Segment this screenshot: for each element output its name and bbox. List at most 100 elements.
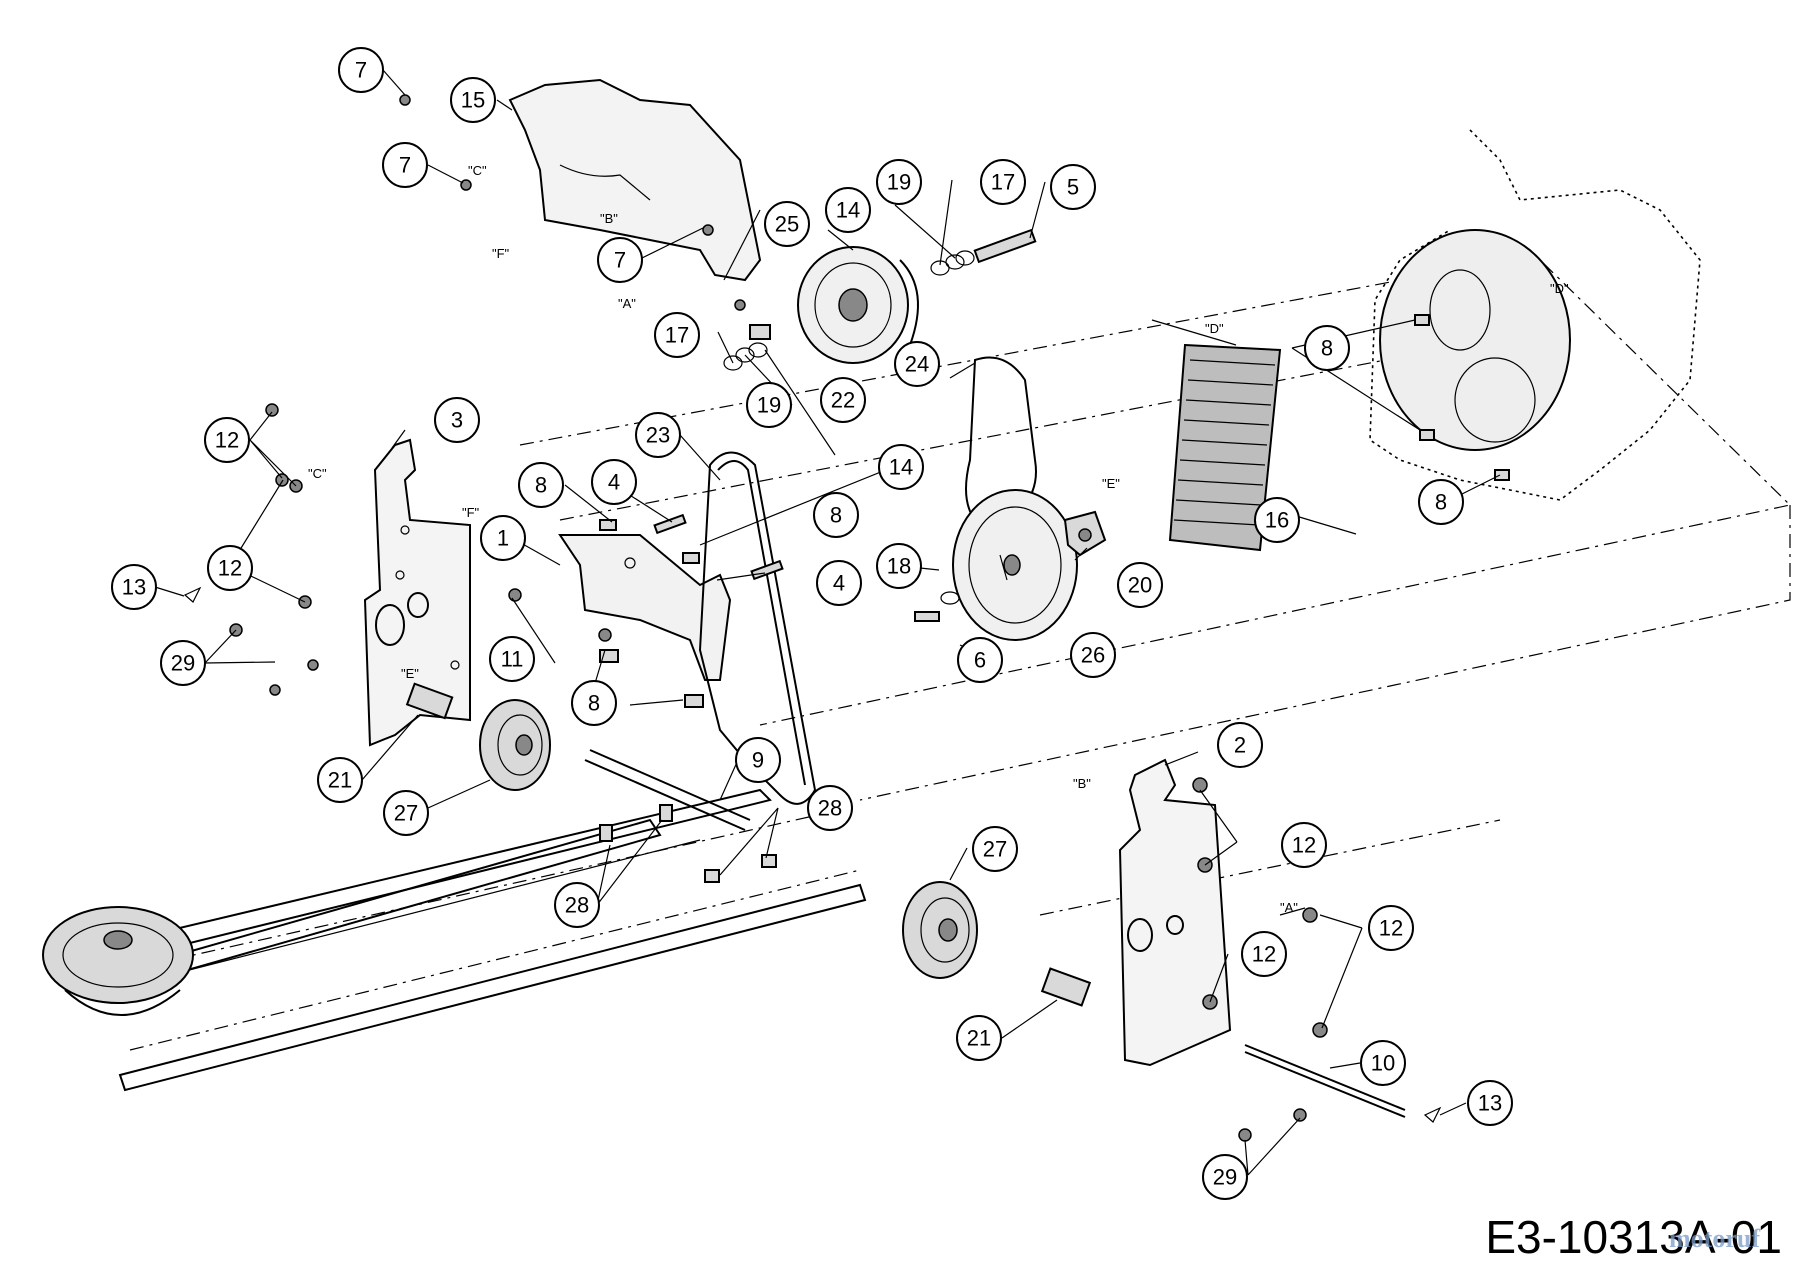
callout-20: 20 xyxy=(1117,562,1163,608)
callout-17: 17 xyxy=(980,159,1026,205)
callout-9: 9 xyxy=(735,737,781,783)
ref-e-spring: "E" xyxy=(1102,476,1120,491)
callout-17: 17 xyxy=(654,312,700,358)
svg-text:14: 14 xyxy=(836,198,860,223)
svg-text:23: 23 xyxy=(646,423,670,448)
svg-text:28: 28 xyxy=(818,796,842,821)
callout-8: 8 xyxy=(518,462,564,508)
ref-d-housing: "D" xyxy=(1550,281,1569,296)
callout-5: 5 xyxy=(1050,164,1096,210)
svg-text:7: 7 xyxy=(399,153,411,178)
spacer-21-right xyxy=(1040,967,1092,1007)
svg-text:8: 8 xyxy=(1435,490,1447,515)
svg-text:8: 8 xyxy=(830,503,842,528)
callout-1: 1 xyxy=(480,515,526,561)
callout-29: 29 xyxy=(1202,1154,1248,1200)
svg-text:19: 19 xyxy=(757,393,781,418)
idler-pulley-left xyxy=(479,699,551,791)
svg-text:14: 14 xyxy=(889,455,913,480)
belt-cover-15 xyxy=(508,78,762,282)
idler-pulley-right xyxy=(902,881,978,979)
svg-text:20: 20 xyxy=(1128,573,1152,598)
svg-text:16: 16 xyxy=(1265,508,1289,533)
ref-c-left: "C" xyxy=(308,466,327,481)
callout-11: 11 xyxy=(489,636,535,682)
callout-4: 4 xyxy=(591,459,637,505)
svg-text:4: 4 xyxy=(833,571,845,596)
callout-12: 12 xyxy=(1241,931,1287,977)
svg-text:1: 1 xyxy=(497,526,509,551)
diagram-code: E3-10313A-01 xyxy=(1485,1211,1782,1263)
callout-29: 29 xyxy=(160,640,206,686)
callout-3: 3 xyxy=(434,397,480,443)
callout-6: 6 xyxy=(957,637,1003,683)
callout-4: 4 xyxy=(816,560,862,606)
watermark-logo: motoruf xyxy=(1669,1224,1760,1253)
svg-text:12: 12 xyxy=(1379,916,1403,941)
bracket-1 xyxy=(558,534,732,681)
callout-27: 27 xyxy=(972,826,1018,872)
svg-text:18: 18 xyxy=(887,554,911,579)
svg-text:6: 6 xyxy=(974,648,986,673)
callout-19: 19 xyxy=(746,382,792,428)
callout-24: 24 xyxy=(894,341,940,387)
svg-text:17: 17 xyxy=(991,170,1015,195)
ref-d-spring: "D" xyxy=(1205,321,1224,336)
rod-10 xyxy=(1244,1044,1406,1118)
ref-b-top: "B" xyxy=(600,211,618,226)
callout-13: 13 xyxy=(1467,1080,1513,1126)
callout-23: 23 xyxy=(635,412,681,458)
svg-text:29: 29 xyxy=(1213,1165,1237,1190)
callout-12: 12 xyxy=(204,417,250,463)
auger-housing xyxy=(1369,129,1701,501)
svg-text:12: 12 xyxy=(1252,942,1276,967)
callout-21: 21 xyxy=(956,1015,1002,1061)
svg-text:15: 15 xyxy=(461,88,485,113)
callout-8: 8 xyxy=(571,680,617,726)
svg-text:22: 22 xyxy=(831,388,855,413)
svg-text:21: 21 xyxy=(967,1026,991,1051)
large-pulley-26 xyxy=(952,489,1078,641)
callout-28: 28 xyxy=(807,785,853,831)
svg-text:12: 12 xyxy=(218,556,242,581)
spring-16 xyxy=(1168,343,1282,552)
ref-b-right: "B" xyxy=(1073,776,1091,791)
ref-c-top: "C" xyxy=(468,163,487,178)
ref-f-top: "F" xyxy=(492,246,510,261)
callout-21: 21 xyxy=(317,757,363,803)
callout-2: 2 xyxy=(1217,722,1263,768)
svg-text:10: 10 xyxy=(1371,1051,1395,1076)
ref-f-left: "F" xyxy=(462,505,480,520)
ref-a-top: "A" xyxy=(618,296,636,311)
callout-8: 8 xyxy=(1304,325,1350,371)
callout-7: 7 xyxy=(597,237,643,283)
callout-22: 22 xyxy=(820,377,866,423)
callout-25: 25 xyxy=(764,201,810,247)
bearing-flange-20 xyxy=(1063,510,1107,557)
right-frame-plate xyxy=(1118,758,1232,1067)
callout-14: 14 xyxy=(825,187,871,233)
svg-text:8: 8 xyxy=(588,691,600,716)
callout-8: 8 xyxy=(813,492,859,538)
upper-pulley-25 xyxy=(797,246,919,364)
callout-7: 7 xyxy=(338,47,384,93)
svg-text:25: 25 xyxy=(775,212,799,237)
svg-text:26: 26 xyxy=(1081,643,1105,668)
svg-text:12: 12 xyxy=(1292,833,1316,858)
svg-text:21: 21 xyxy=(328,768,352,793)
svg-text:8: 8 xyxy=(1321,336,1333,361)
callout-18: 18 xyxy=(876,543,922,589)
svg-text:9: 9 xyxy=(752,748,764,773)
leader-lines xyxy=(154,69,1501,1176)
callout-19: 19 xyxy=(876,159,922,205)
callout-13: 13 xyxy=(111,564,157,610)
reference-letters: "C" "B" "F" "A" "C" "F" "E" "D" "E" "D" … xyxy=(308,163,1569,915)
callout-7: 7 xyxy=(382,142,428,188)
svg-text:28: 28 xyxy=(565,893,589,918)
svg-text:12: 12 xyxy=(215,428,239,453)
svg-text:29: 29 xyxy=(171,651,195,676)
callout-16: 16 xyxy=(1254,497,1300,543)
svg-text:27: 27 xyxy=(983,837,1007,862)
svg-text:11: 11 xyxy=(501,647,524,672)
svg-text:13: 13 xyxy=(1478,1091,1502,1116)
